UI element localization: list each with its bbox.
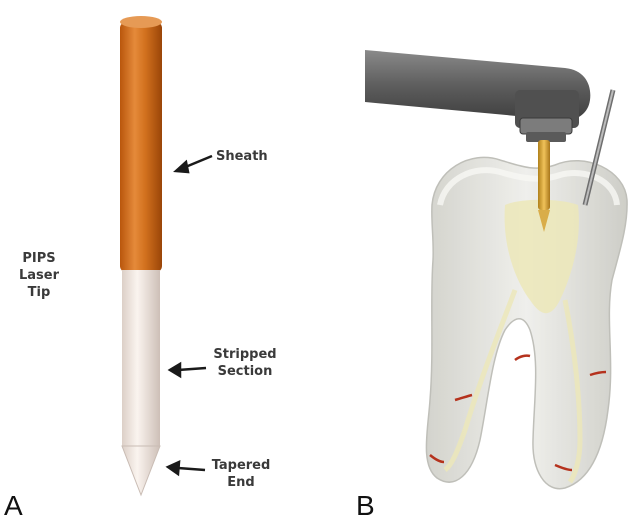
tapered-end-label: Tapered End xyxy=(210,457,272,491)
sheath-section xyxy=(120,22,162,272)
handpiece-collar xyxy=(520,118,572,134)
label-arrows xyxy=(168,156,212,474)
tapered-arrowhead xyxy=(168,462,179,474)
panel-a-letter: A xyxy=(4,490,23,522)
pips-title: PIPS Laser Tip xyxy=(10,250,68,301)
tapered-arrow xyxy=(178,468,205,470)
stripped-arrow xyxy=(178,368,206,370)
sheath-top-cap xyxy=(120,16,162,28)
sheath-arrowhead xyxy=(176,162,188,172)
tooth-illustration xyxy=(365,50,627,489)
pips-title-line2: Laser Tip xyxy=(10,267,68,301)
stripped-line2: Section xyxy=(212,363,278,380)
laser-tip-in-canal xyxy=(538,140,550,210)
stripped-section-label: Stripped Section xyxy=(212,346,278,380)
tapered-end xyxy=(122,446,160,495)
stripped-section xyxy=(122,270,160,446)
stripped-line1: Stripped xyxy=(212,346,278,363)
sheath-label: Sheath xyxy=(216,148,268,165)
pips-title-line1: PIPS xyxy=(10,250,68,267)
stripped-arrowhead xyxy=(170,364,180,376)
laser-tip-illustration xyxy=(120,16,162,495)
panel-b-letter: B xyxy=(356,490,375,522)
tapered-line2: End xyxy=(210,474,272,491)
tapered-line1: Tapered xyxy=(210,457,272,474)
